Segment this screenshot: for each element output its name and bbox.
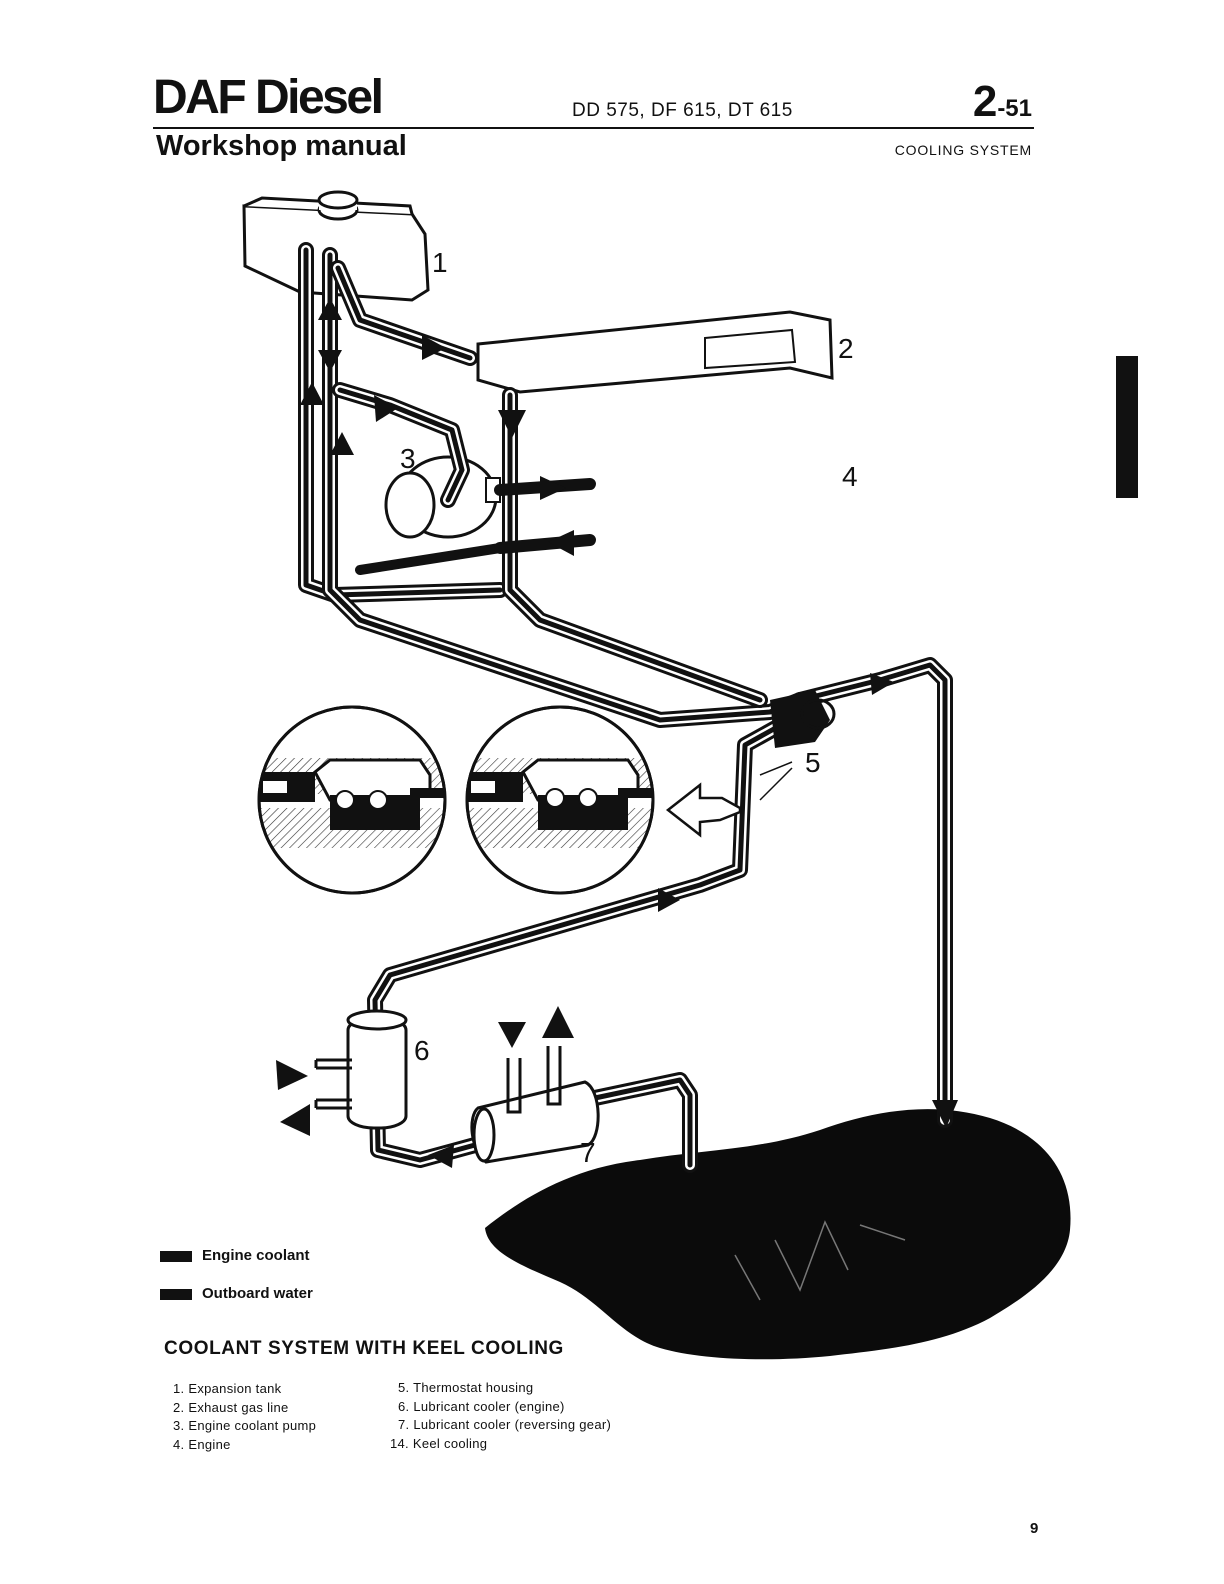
expansion-tank	[242, 190, 430, 302]
engine-coolant-circuit	[298, 242, 953, 1173]
section-title: COOLING SYSTEM	[894, 142, 1032, 158]
parts-list-item: 7. Lubricant cooler (reversing gear)	[398, 1417, 612, 1432]
model-list: DD 575, DF 615, DT 615	[572, 100, 793, 121]
flow-arrows	[276, 298, 958, 1168]
callout-6: 6	[414, 1035, 430, 1066]
parts-list-item: 6. Lubricant cooler (engine)	[398, 1398, 565, 1414]
chapter-tab-marker	[1116, 356, 1138, 498]
page-suffix: -51	[997, 95, 1032, 122]
thermostat-detail-closed	[257, 705, 447, 895]
lubricant-cooler-reversing-gear	[470, 1046, 600, 1164]
callout-3: 3	[400, 443, 416, 474]
thermostat-housing	[770, 690, 836, 748]
parts-list-item: 1. Expansion tank	[173, 1381, 282, 1396]
header-rule	[153, 127, 1034, 129]
page-reference: 2-51	[958, 80, 1032, 124]
callout-4: 4	[842, 461, 858, 492]
keel-cooling-water	[485, 1109, 1071, 1360]
parts-list-item: 14. Keel cooling	[390, 1435, 488, 1451]
figure-caption: COOLANT SYSTEM WITH KEEL COOLING	[164, 1338, 564, 1359]
parts-list-item: 3. Engine coolant pump	[173, 1418, 317, 1433]
keel-highlights	[734, 1220, 906, 1301]
lubricant-cooler-engine	[314, 1009, 408, 1130]
exhaust-gas-line	[476, 310, 834, 394]
parts-list-item: 2. Exhaust gas line	[173, 1399, 289, 1415]
callout-7: 7	[580, 1137, 596, 1168]
legend-label: Outboard water	[202, 1285, 313, 1302]
callout-5-leader	[759, 761, 793, 801]
manual-subtitle: Workshop manual	[156, 130, 407, 162]
page-number: 9	[1030, 1520, 1039, 1537]
legend-swatch	[160, 1250, 192, 1262]
parts-list-item: 4. Engine	[173, 1436, 231, 1452]
legend-swatch	[160, 1288, 192, 1300]
callout-5: 5	[805, 747, 821, 778]
parts-list-left: 1. Expansion tank 2. Exhaust gas line 3.…	[173, 1380, 316, 1454]
callout-2: 2	[838, 333, 854, 364]
detail-pointer-arrow	[665, 782, 742, 838]
page-chapter: 2	[972, 77, 998, 126]
thermostat-detail-open	[465, 705, 655, 895]
parts-list-item: 5. Thermostat housing	[398, 1380, 534, 1395]
legend-label: Engine coolant	[202, 1247, 310, 1264]
legend-outboard-water: Outboard water	[160, 1285, 313, 1302]
brand-title: DAF Diesel	[153, 71, 384, 124]
parts-list-right: 5. Thermostat housing 6. Lubricant coole…	[390, 1379, 611, 1453]
callout-1: 1	[432, 247, 448, 278]
legend-engine-coolant: Engine coolant	[160, 1247, 310, 1264]
